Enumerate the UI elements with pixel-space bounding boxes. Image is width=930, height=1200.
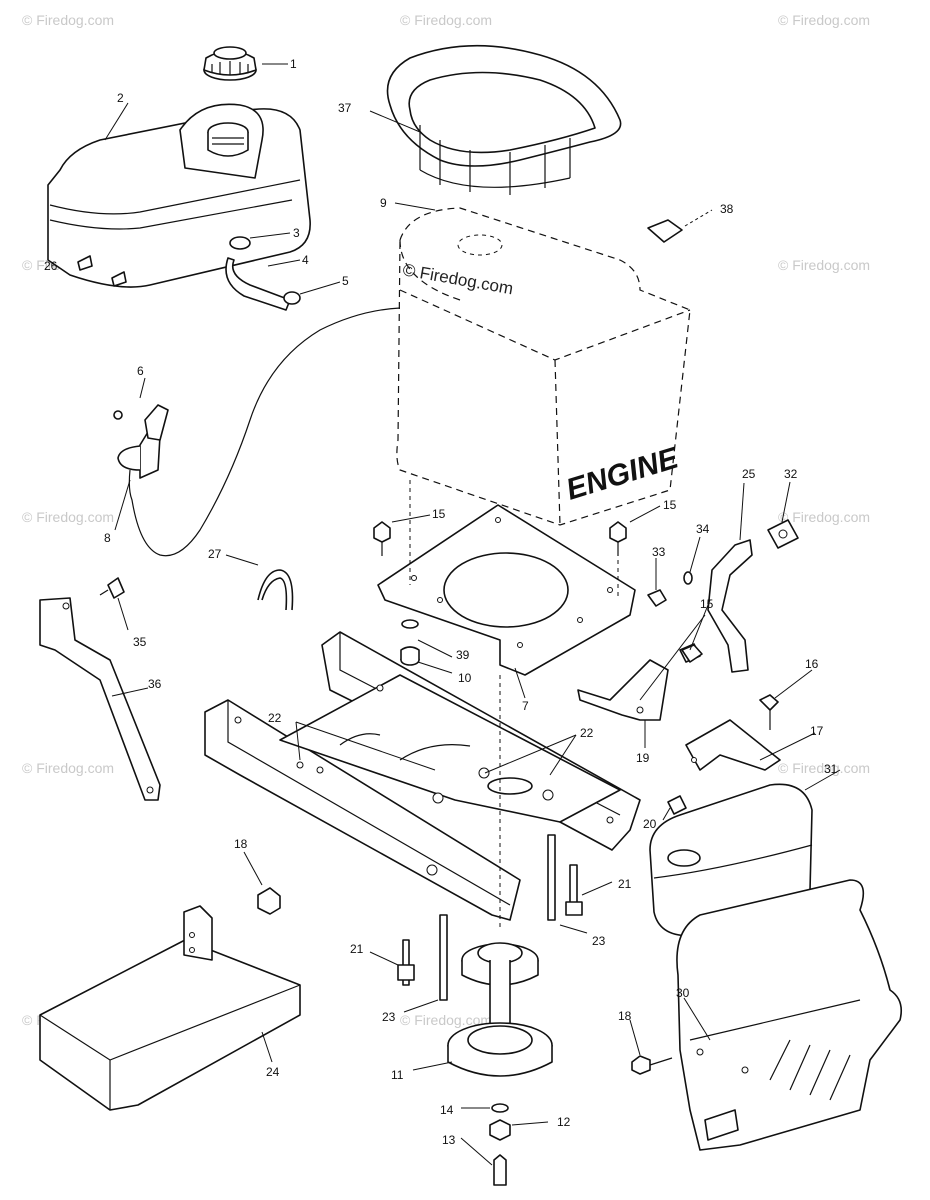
- callout-34: 34: [696, 522, 710, 536]
- watermark-text: © Firedog.com: [400, 12, 492, 28]
- callout-6: 6: [137, 364, 144, 378]
- callout-15: 15: [700, 597, 714, 611]
- callout-32: 32: [784, 467, 798, 481]
- watermark-text: © Firedog.com: [22, 509, 114, 525]
- callout-15: 15: [663, 498, 677, 512]
- callout-18: 18: [234, 837, 248, 851]
- watermark-text: © Firedog.com: [400, 1012, 492, 1028]
- callout-22: 22: [268, 711, 282, 725]
- watermark-text: © Firedog.com: [778, 509, 870, 525]
- callout-3: 3: [293, 226, 300, 240]
- callout-11: 11: [391, 1068, 404, 1082]
- callout-26: 26: [44, 259, 58, 273]
- bracket-19: [577, 643, 701, 721]
- callout-36: 36: [148, 677, 162, 691]
- callout-9: 9: [380, 196, 387, 210]
- watermark-text: © Firedog.com: [401, 260, 514, 298]
- engine-label: ENGINE: [562, 441, 683, 506]
- callout-33: 33: [652, 545, 666, 559]
- callout-13: 13: [442, 1133, 456, 1147]
- callout-10: 10: [458, 671, 472, 685]
- engine-mount-plate: [377, 504, 636, 676]
- callout-15: 15: [432, 507, 446, 521]
- watermark-text: © Firedog.com: [778, 760, 870, 776]
- pulley-assembly: [447, 675, 553, 1186]
- heat-shield-17: [685, 694, 781, 771]
- callout-7: 7: [522, 699, 529, 713]
- washers-10-39: [400, 619, 420, 666]
- callout-8: 8: [104, 531, 111, 545]
- engine-outline: ENGINE © Firedog.com: [396, 207, 691, 526]
- callout-16: 16: [805, 657, 819, 671]
- watermark-text: © Firedog.com: [778, 257, 870, 273]
- callout-37: 37: [338, 101, 352, 115]
- callout-30: 30: [676, 986, 690, 1000]
- callout-21: 21: [350, 942, 364, 956]
- callout-18: 18: [618, 1009, 632, 1023]
- leader-lines: [104, 63, 841, 1166]
- bracket-36: [39, 577, 161, 801]
- callouts: 1 2 3 4 5 6 7 8 9 10 11 12 13 14 15 15 1…: [44, 57, 838, 1147]
- callout-14: 14: [440, 1103, 454, 1117]
- callout-27: 27: [208, 547, 222, 561]
- cable-clip: [257, 569, 294, 611]
- spacer-38: [647, 209, 713, 243]
- callout-1: 1: [290, 57, 297, 71]
- callout-21: 21: [618, 877, 632, 891]
- callout-22: 22: [580, 726, 594, 740]
- engine-shroud: [386, 44, 622, 195]
- callout-23: 23: [382, 1010, 396, 1024]
- callout-25: 25: [742, 467, 756, 481]
- fuel-cap: [203, 46, 257, 81]
- watermark-text: © Firedog.com: [22, 760, 114, 776]
- callout-39: 39: [456, 648, 470, 662]
- callout-38: 38: [720, 202, 734, 216]
- callout-5: 5: [342, 274, 349, 288]
- callout-20: 20: [643, 817, 657, 831]
- studs: [397, 834, 583, 1001]
- callout-35: 35: [133, 635, 147, 649]
- callout-24: 24: [266, 1065, 280, 1079]
- fuel-line-assembly: [225, 236, 301, 311]
- throttle-control: [113, 307, 401, 557]
- callout-17: 17: [810, 724, 824, 738]
- callout-31: 31: [824, 762, 838, 776]
- muffler-guard: [676, 879, 903, 1151]
- callout-4: 4: [302, 253, 309, 267]
- callout-19: 19: [636, 751, 650, 765]
- frame-rail: [204, 631, 641, 921]
- fuel-tank: [47, 103, 311, 288]
- bracket-bolt-15: [681, 644, 703, 663]
- guard-bolt: [631, 1055, 673, 1075]
- callout-2: 2: [117, 91, 124, 105]
- watermark-text: © Firedog.com: [778, 12, 870, 28]
- exhaust-pipe: [647, 519, 799, 673]
- battery-tray: [39, 887, 301, 1111]
- watermark-text: © Firedog.com: [22, 12, 114, 28]
- callout-12: 12: [557, 1115, 571, 1129]
- engine-bolts: [373, 480, 627, 600]
- callout-23: 23: [592, 934, 606, 948]
